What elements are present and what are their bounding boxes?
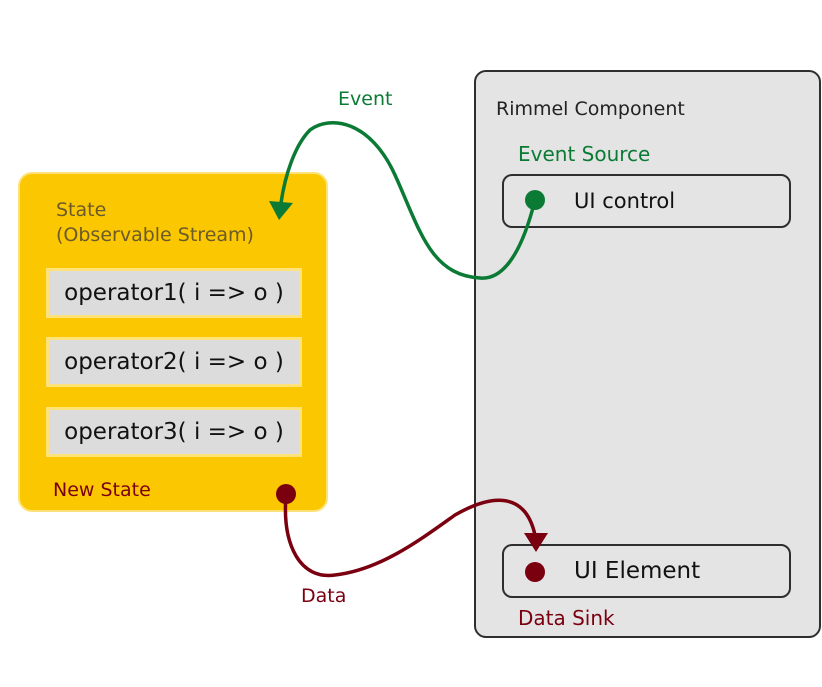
event-label: Event <box>338 88 393 110</box>
state-title: State (Observable Stream) <box>56 199 254 246</box>
data-label: Data <box>301 585 347 607</box>
component-title: Rimmel Component <box>496 98 685 120</box>
ui-control-box[interactable]: UI control <box>502 174 791 228</box>
new-state-label: New State <box>53 479 151 501</box>
operator-2: operator2( i => o ) <box>46 337 302 387</box>
operator-3: operator3( i => o ) <box>46 407 302 457</box>
ui-element-label: UI Element <box>574 558 701 584</box>
rimmel-component-box: Rimmel Component Event Source UI control… <box>474 70 821 638</box>
operator-1: operator1( i => o ) <box>46 268 302 318</box>
ui-control-label: UI control <box>574 189 676 213</box>
data-sink-label: Data Sink <box>518 606 615 630</box>
ui-element-box: UI Element <box>502 544 791 598</box>
state-box: State (Observable Stream) operator1( i =… <box>18 172 328 512</box>
event-source-label: Event Source <box>518 142 651 166</box>
